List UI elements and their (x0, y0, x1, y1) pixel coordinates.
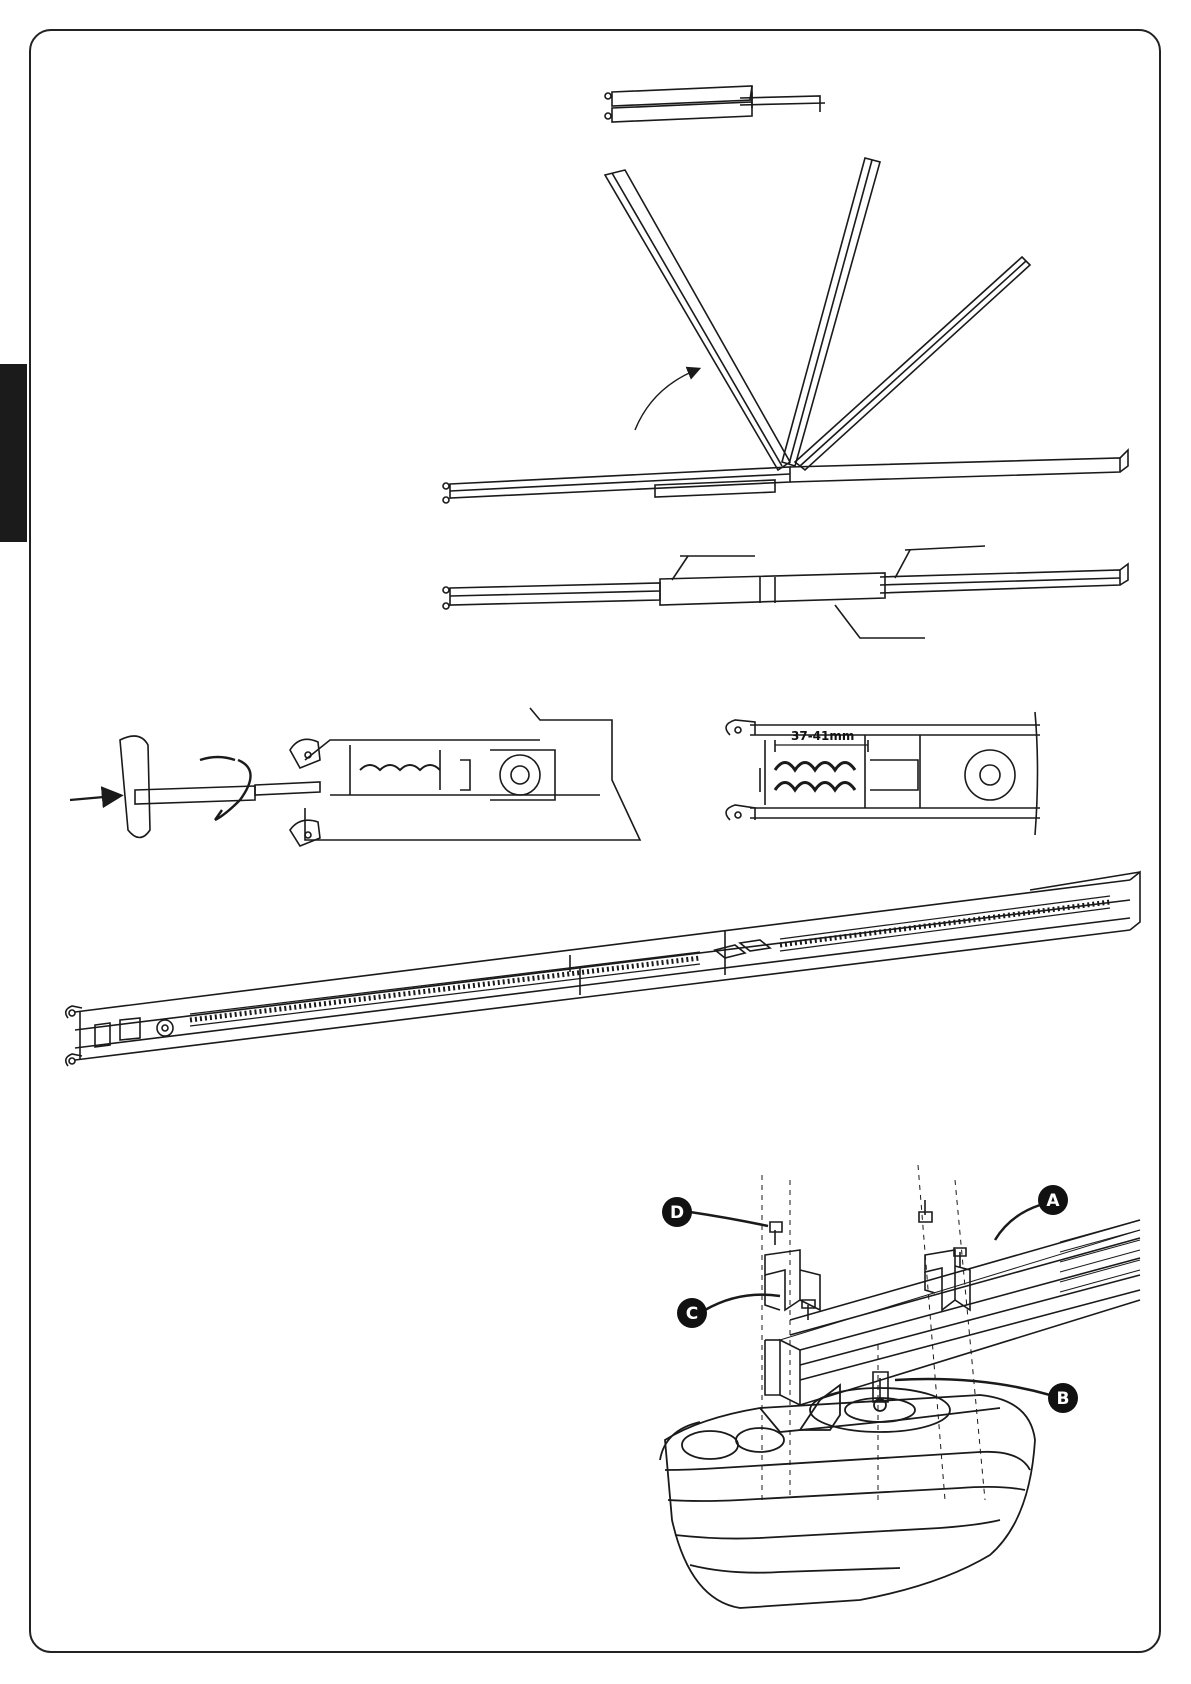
callout-d: D (662, 1197, 768, 1227)
rail-unfolding-figure (443, 158, 1128, 503)
motor-mounting-figure (765, 1200, 1140, 1405)
rail-joined-figure (443, 546, 1128, 638)
callout-a: A (995, 1185, 1068, 1240)
callout-b-letter: B (1057, 1389, 1070, 1409)
callout-c-letter: C (686, 1304, 698, 1324)
full-rail-chain-lower (190, 896, 1110, 1026)
spring-dimension-label: 37-41mm (791, 729, 854, 743)
tension-tool-figure (70, 708, 640, 846)
rail-folded-figure (605, 86, 825, 122)
callout-d-letter: D (670, 1203, 684, 1223)
motor-body (660, 1385, 1035, 1608)
motor-mounting-guide-lines (762, 1165, 985, 1500)
spring-dimension-figure (726, 712, 1040, 835)
callout-a-letter: A (1046, 1191, 1060, 1211)
